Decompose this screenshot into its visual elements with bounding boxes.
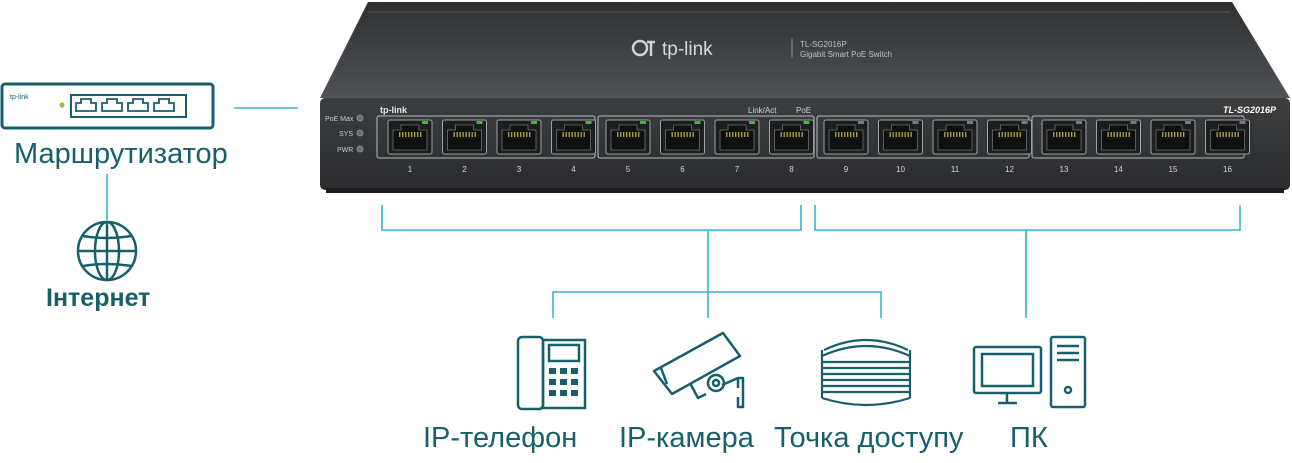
router-status-led <box>59 102 65 108</box>
led-label-pwr: PWR <box>337 147 353 154</box>
ethernet-port-6: 6 <box>660 119 705 174</box>
led-label-sys: SYS <box>339 131 353 138</box>
port-number: 8 <box>789 165 794 174</box>
port-number: 3 <box>517 165 522 174</box>
tp-link-logo-icon <box>631 39 655 57</box>
switch-subtitle: Gigabit Smart PoE Switch <box>800 50 892 59</box>
port-number: 5 <box>626 165 631 174</box>
port-number: 1 <box>408 165 413 174</box>
router-ports <box>75 98 175 112</box>
ethernet-port-3: 3 <box>496 119 542 174</box>
ethernet-port-9: 9 <box>823 119 869 174</box>
port-number: 11 <box>951 165 960 174</box>
port-number: 6 <box>680 165 685 174</box>
connection-lines <box>106 107 1241 318</box>
ip-phone-label: IP-телефон <box>423 422 578 454</box>
port-number: 13 <box>1060 165 1069 174</box>
port-number: 12 <box>1005 165 1014 174</box>
switch-model-top: TL-SG2016P <box>800 40 847 49</box>
security-camera-icon <box>652 331 745 409</box>
ethernet-port-5: 5 <box>605 119 651 174</box>
ethernet-port-13: 13 <box>1041 119 1087 174</box>
access-point-label: Точка доступу <box>774 422 964 454</box>
led-pwr <box>356 145 364 153</box>
link-act-label: Link/Act <box>748 106 777 115</box>
router-label: Маршрутизатор <box>14 138 228 170</box>
ethernet-port-8: 8 <box>769 119 814 174</box>
port-number: 2 <box>462 165 467 174</box>
ethernet-port-1: 1 <box>387 119 433 174</box>
port-number: 16 <box>1223 165 1232 174</box>
ports-9-16-bracket <box>814 205 1241 231</box>
access-point-icon <box>820 338 912 407</box>
ethernet-port-2: 2 <box>442 119 487 174</box>
pc-label: ПК <box>1010 422 1048 454</box>
port-number: 14 <box>1114 165 1123 174</box>
port-number: 7 <box>735 165 740 174</box>
router-brand: tp-link <box>10 94 29 101</box>
poe-label: PoE <box>796 106 811 115</box>
led-label-poe-max: PoE Max <box>325 116 354 123</box>
ethernet-port-7: 7 <box>714 119 760 174</box>
poe-devices-bracket <box>552 291 882 318</box>
globe-icon <box>76 220 138 282</box>
led-panel: PoE Max SYS PWR <box>325 114 364 154</box>
switch-top <box>320 2 1290 98</box>
port-number: 10 <box>896 165 905 174</box>
router-body <box>0 82 215 130</box>
desktop-pc-icon <box>972 335 1087 409</box>
led-poe-max <box>356 114 364 122</box>
ethernet-port-11: 11 <box>932 119 978 174</box>
ethernet-port-4: 4 <box>551 119 596 174</box>
ip-camera-label: IP-камера <box>619 422 754 454</box>
router: tp-link <box>0 82 215 130</box>
port-number: 15 <box>1169 165 1178 174</box>
port-number: 9 <box>844 165 849 174</box>
poe-switch: tp-link TL-SG2016P Gigabit Smart PoE Swi… <box>320 2 1290 193</box>
ethernet-port-14: 14 <box>1096 119 1141 174</box>
port-number: 4 <box>571 165 576 174</box>
ethernet-port-15: 15 <box>1150 119 1196 174</box>
internet-label: Інтернет <box>46 284 151 312</box>
switch-brand-small: tp-link <box>380 105 408 115</box>
ports-1-8-bracket <box>381 205 802 231</box>
switch-model-badge: TL-SG2016P <box>1223 105 1277 115</box>
switch-brand: tp-link <box>662 39 713 60</box>
ethernet-port-10: 10 <box>878 119 923 174</box>
ethernet-port-16: 16 <box>1205 119 1250 174</box>
led-sys <box>356 129 364 137</box>
desk-phone-icon <box>516 335 587 411</box>
ethernet-port-12: 12 <box>987 119 1032 174</box>
